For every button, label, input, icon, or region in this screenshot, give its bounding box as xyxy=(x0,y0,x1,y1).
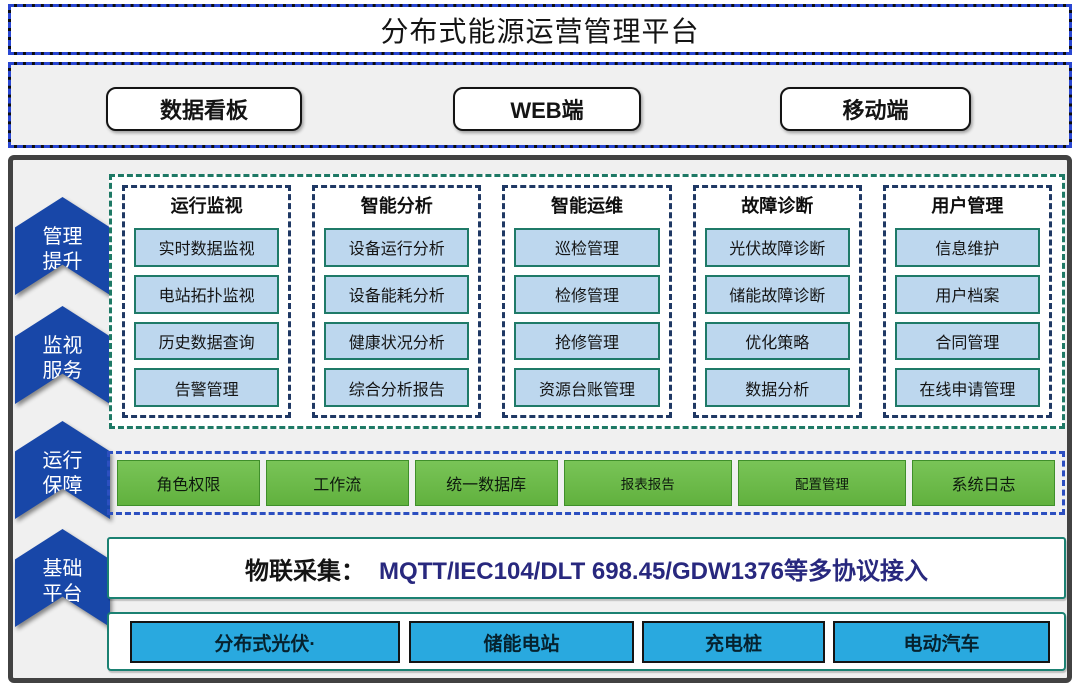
ribbon-label-line2: 平台 xyxy=(42,583,83,605)
platform-title-bar: 分布式能源运营管理平台 xyxy=(8,4,1072,55)
access-layer-panel: 数据看板 WEB端 移动端 xyxy=(8,62,1072,148)
chevron-up-shape: 管理 提升 xyxy=(15,197,110,295)
access-button-web: WEB端 xyxy=(453,87,641,131)
module-item: 历史数据查询 xyxy=(134,321,280,361)
module-column-intelligent-analysis: 智能分析 设备运行分析 设备能耗分析 健康状况分析 综合分析报告 xyxy=(312,185,482,418)
ribbon-label-line2: 保障 xyxy=(42,475,83,497)
chevron-up-shape: 运行 保障 xyxy=(15,421,110,519)
chevron-up-shape: 监视 服务 xyxy=(15,306,110,404)
device-button-energy-storage: 储能电站 xyxy=(409,621,634,663)
support-item-workflow: 工作流 xyxy=(265,460,409,506)
module-item: 告警管理 xyxy=(134,368,280,407)
module-item: 实时数据监视 xyxy=(134,228,280,267)
device-button-distributed-pv: 分布式光伏· xyxy=(130,621,400,663)
module-item: 巡检管理 xyxy=(514,228,660,267)
module-item: 检修管理 xyxy=(514,274,660,314)
iot-protocols-text: MQTT/IEC104/DLT 698.45/GDW1376等多协议接入 xyxy=(378,557,929,585)
access-button-data-board: 数据看板 xyxy=(106,87,302,131)
module-item: 光伏故障诊断 xyxy=(704,228,850,267)
ribbon-label-line1: 管理 xyxy=(42,226,83,248)
module-column-title: 智能运维 xyxy=(551,196,623,216)
support-item-config: 配置管理 xyxy=(737,460,907,506)
module-column-intelligent-om: 智能运维 巡检管理 检修管理 抢修管理 资源台账管理 xyxy=(502,185,672,418)
module-column-title: 智能分析 xyxy=(360,196,433,216)
ribbon-label-line1: 基础 xyxy=(42,558,83,580)
module-item: 在线申请管理 xyxy=(894,368,1041,407)
ribbon-label-line1: 监视 xyxy=(42,335,83,357)
ribbon-management-improvement: 管理 提升 xyxy=(15,197,110,295)
module-item: 设备能耗分析 xyxy=(324,274,470,314)
module-item: 资源台账管理 xyxy=(514,368,660,407)
device-layer-container: 分布式光伏· 储能电站 充电桩 电动汽车 xyxy=(107,612,1066,671)
module-item: 设备运行分析 xyxy=(324,228,470,267)
module-column-title: 用户管理 xyxy=(931,196,1004,216)
chevron-up-shape: 基础 平台 xyxy=(15,529,110,627)
support-layer-container: 角色权限 工作流 统一数据库 报表报告 配置管理 系统日志 xyxy=(107,451,1065,515)
device-button-charging-pile: 充电桩 xyxy=(642,621,825,663)
module-item: 用户档案 xyxy=(894,274,1041,314)
platform-body-frame: 管理 提升 监视 服务 运行 保障 基础 平台 运行监视 实时数据监视 电站拓扑… xyxy=(8,155,1072,683)
module-column-title: 故障诊断 xyxy=(741,196,814,216)
support-item-role-permission: 角色权限 xyxy=(117,460,260,506)
platform-title: 分布式能源运营管理平台 xyxy=(380,15,700,47)
support-item-reports: 报表报告 xyxy=(563,460,732,506)
iot-collection-label: 物联采集： xyxy=(244,557,365,585)
ribbon-label-line1: 运行 xyxy=(42,450,83,472)
module-item: 数据分析 xyxy=(704,368,850,407)
ribbon-basic-platform: 基础 平台 xyxy=(15,529,110,627)
module-item: 储能故障诊断 xyxy=(704,274,850,314)
module-item: 合同管理 xyxy=(894,321,1041,361)
modules-container: 运行监视 实时数据监视 电站拓扑监视 历史数据查询 告警管理 智能分析 设备运行… xyxy=(109,174,1065,429)
module-column-user-management: 用户管理 信息维护 用户档案 合同管理 在线申请管理 xyxy=(882,185,1053,418)
module-item: 综合分析报告 xyxy=(324,368,470,407)
module-column-operation-monitoring: 运行监视 实时数据监视 电站拓扑监视 历史数据查询 告警管理 xyxy=(122,185,292,418)
module-item: 电站拓扑监视 xyxy=(134,274,280,314)
access-button-mobile: 移动端 xyxy=(780,87,971,131)
module-column-title: 运行监视 xyxy=(170,196,243,216)
module-column-fault-diagnosis: 故障诊断 光伏故障诊断 储能故障诊断 优化策略 数据分析 xyxy=(692,185,862,418)
module-item: 优化策略 xyxy=(704,321,850,361)
ribbon-monitoring-service: 监视 服务 xyxy=(15,306,110,404)
iot-collection-bar: 物联采集： MQTT/IEC104/DLT 698.45/GDW1376等多协议… xyxy=(107,537,1066,599)
ribbon-operation-guarantee: 运行 保障 xyxy=(15,421,110,519)
device-button-electric-vehicle: 电动汽车 xyxy=(833,621,1050,663)
ribbon-label-line2: 服务 xyxy=(42,360,83,382)
support-item-unified-db: 统一数据库 xyxy=(414,460,558,506)
ribbon-label-line2: 提升 xyxy=(42,251,83,273)
module-item: 信息维护 xyxy=(894,228,1041,267)
support-item-system-log: 系统日志 xyxy=(912,460,1055,506)
module-item: 抢修管理 xyxy=(514,321,660,361)
module-item: 健康状况分析 xyxy=(324,321,470,361)
